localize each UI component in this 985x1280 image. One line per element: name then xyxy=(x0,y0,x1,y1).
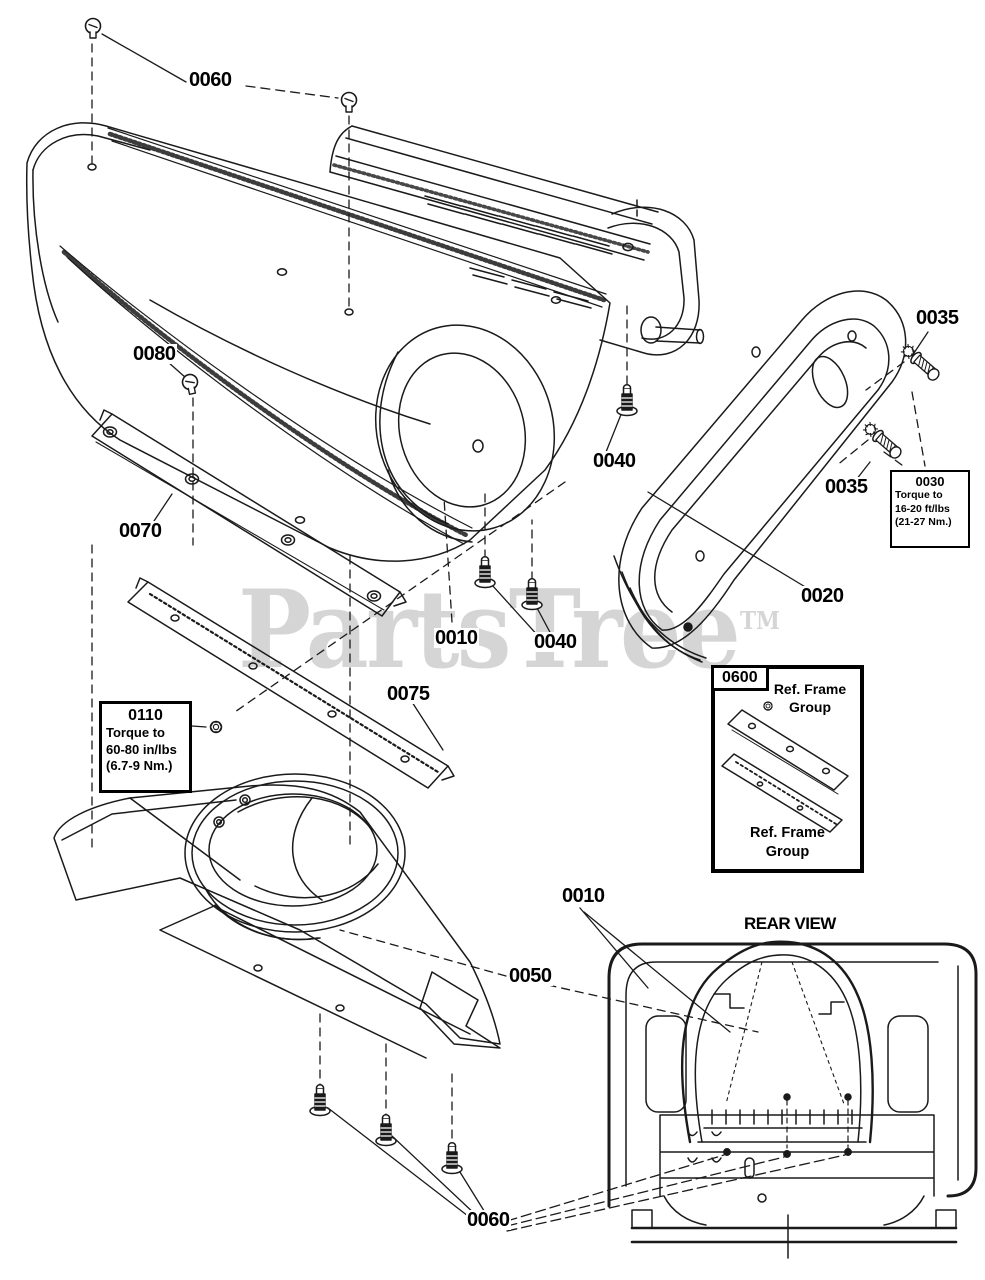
torque-box-0110-line3: (6.7-9 Nm.) xyxy=(106,758,173,774)
callout-0010-mid: 0010 xyxy=(434,627,479,649)
scraper-bar-0070-drawing xyxy=(91,409,407,617)
callout-0035-top: 0035 xyxy=(915,307,960,329)
ref-box-caption-top-line2: Group xyxy=(789,698,831,715)
bolt-0035-upper xyxy=(897,340,944,384)
screw-0080 xyxy=(180,372,201,397)
nut-0110 xyxy=(209,720,223,734)
screw-0060-bottom-2 xyxy=(375,1114,397,1147)
frame-drawing xyxy=(329,125,705,356)
ref-box-caption-top-line1: Ref. Frame xyxy=(773,681,847,697)
leader-lines xyxy=(101,33,929,1232)
auger-housing-drawing xyxy=(25,122,611,562)
bolt-0040-mid-right xyxy=(521,578,543,611)
torque-box-0110-label: 0110 xyxy=(128,707,163,724)
bolt-0040-mid-left xyxy=(474,556,496,589)
torque-box-0030-line3: (21-27 Nm.) xyxy=(895,516,952,529)
chute-housing-drawing xyxy=(53,773,501,1059)
screw-0060-bottom-1 xyxy=(309,1084,331,1117)
callout-0070: 0070 xyxy=(118,520,163,542)
ref-frame-bars-drawing xyxy=(721,701,849,833)
ref-box-caption-bottom: Ref. Frame Group xyxy=(715,824,860,862)
screw-0060-top-right xyxy=(340,91,358,113)
bolt-0040-upper xyxy=(616,384,638,417)
callout-0020: 0020 xyxy=(800,585,845,607)
callout-0050: 0050 xyxy=(508,965,553,987)
callout-0060-bot: 0060 xyxy=(466,1209,511,1231)
rear-view-title: REAR VIEW xyxy=(744,914,836,933)
callout-0060-top: 0060 xyxy=(188,69,233,91)
ref-box-caption-bottom-line1: Ref. Frame xyxy=(750,825,825,842)
callout-0075: 0075 xyxy=(386,683,431,705)
ref-box-caption-top: Ref. Frame Group xyxy=(762,681,858,716)
screw-0060-bottom-3 xyxy=(441,1142,463,1175)
screw-0060-top-left xyxy=(84,17,102,39)
ref-frame-group-box: 0600 Ref. Frame Group Ref. Frame Group xyxy=(711,665,864,873)
torque-box-0030-line2: 16-20 ft/lbs xyxy=(895,502,950,515)
callout-0040-up: 0040 xyxy=(592,450,637,472)
rear-view-drawing xyxy=(607,940,978,1259)
torque-box-0110-line1: Torque to xyxy=(106,725,165,740)
torque-box-0110: 0110 Torque to 60-80 in/lbs (6.7-9 Nm.) xyxy=(99,701,192,793)
torque-box-0030: 0030 Torque to 16-20 ft/lbs (21-27 Nm.) xyxy=(890,470,970,548)
callout-0035-low: 0035 xyxy=(824,476,869,498)
torque-box-0110-line2: 60-80 in/lbs xyxy=(106,741,177,757)
callout-0010-rear: 0010 xyxy=(561,885,606,907)
callout-0080: 0080 xyxy=(132,343,177,365)
watermark-tm: TM xyxy=(739,606,780,635)
torque-box-0030-line1: Torque to xyxy=(895,489,943,501)
alignment-dashed-lines xyxy=(91,43,926,1145)
bar-0075-drawing xyxy=(127,577,455,789)
belt-cover-drawing xyxy=(613,290,907,663)
ref-box-label: 0600 xyxy=(711,665,769,691)
callout-0040-mid: 0040 xyxy=(533,631,578,653)
torque-box-0030-label: 0030 xyxy=(915,474,945,489)
ref-box-caption-bottom-line2: Group xyxy=(765,844,810,861)
